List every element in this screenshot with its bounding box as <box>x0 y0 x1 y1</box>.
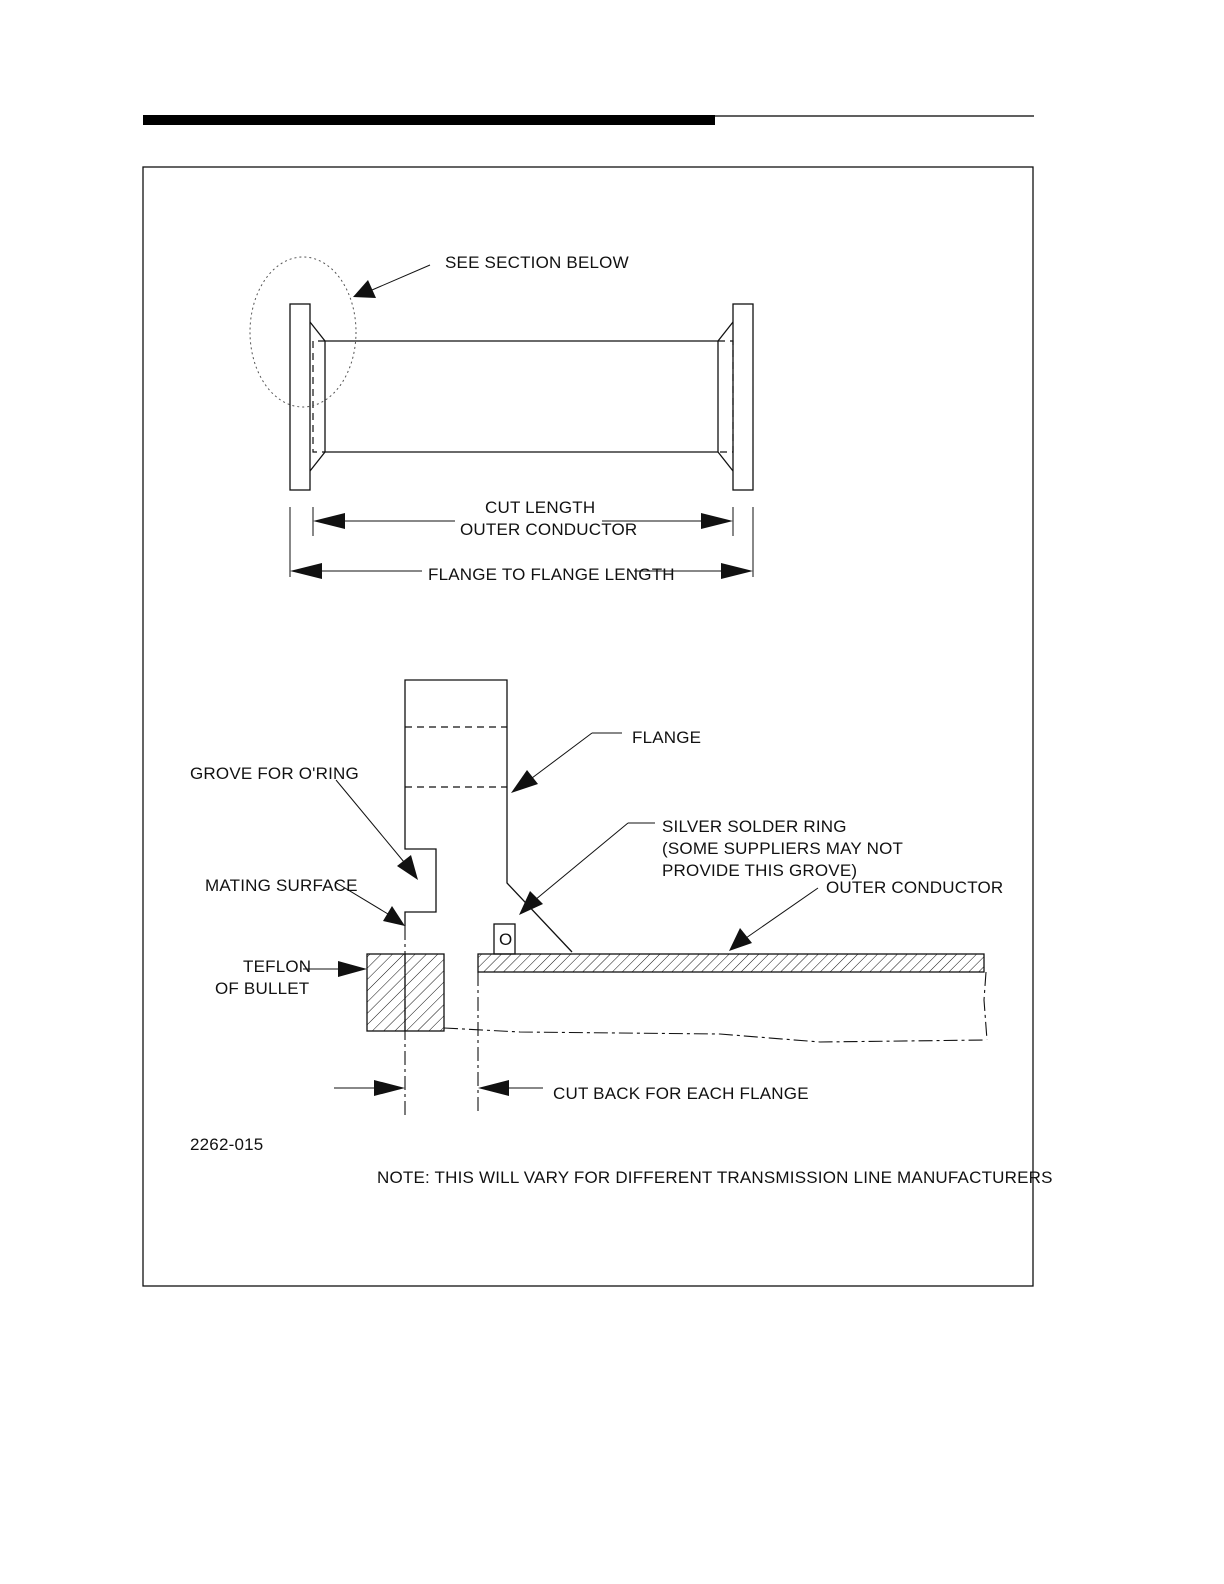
section-detail-view: O FLANGE GROVE FOR O'RING MATING SURFACE… <box>190 679 1003 1115</box>
outer-conductor-label: OUTER CONDUCTOR <box>826 878 1003 897</box>
silver-solder-label-2: (SOME SUPPLIERS MAY NOT <box>662 839 903 858</box>
left-flange <box>289 303 311 491</box>
cut-length-label: CUT LENGTH <box>485 498 595 517</box>
right-flange <box>732 303 754 491</box>
figure-number: 2262-015 <box>190 1135 263 1154</box>
teflon-label-2: OF BULLET <box>215 979 309 998</box>
silver-solder-label-1: SILVER SOLDER RING <box>662 817 847 836</box>
outer-conductor-dim-label: OUTER CONDUCTOR <box>460 520 637 539</box>
header-rule <box>143 115 1034 125</box>
silver-solder-label-3: PROVIDE THIS GROVE) <box>662 861 857 880</box>
cut-back-label: CUT BACK FOR EACH FLANGE <box>553 1084 809 1103</box>
see-section-label: SEE SECTION BELOW <box>445 253 629 272</box>
flange-to-flange-label: FLANGE TO FLANGE LENGTH <box>428 565 675 584</box>
manufacturer-note: NOTE: THIS WILL VARY FOR DIFFERENT TRANS… <box>377 1168 1053 1187</box>
mating-surface-label: MATING SURFACE <box>205 876 358 895</box>
top-assembly-view: SEE SECTION BELOW CUT LENGTH OUTER CONDU… <box>249 253 754 584</box>
ring-mark: O <box>499 930 512 949</box>
flange-section <box>404 679 573 953</box>
figure-frame <box>142 166 1034 1287</box>
outer-conductor-wall <box>477 953 985 973</box>
detail-circle <box>249 256 357 408</box>
teflon-label-1: TEFLON <box>243 957 311 976</box>
flange-label: FLANGE <box>632 728 701 747</box>
grove-label: GROVE FOR O'RING <box>190 764 359 783</box>
